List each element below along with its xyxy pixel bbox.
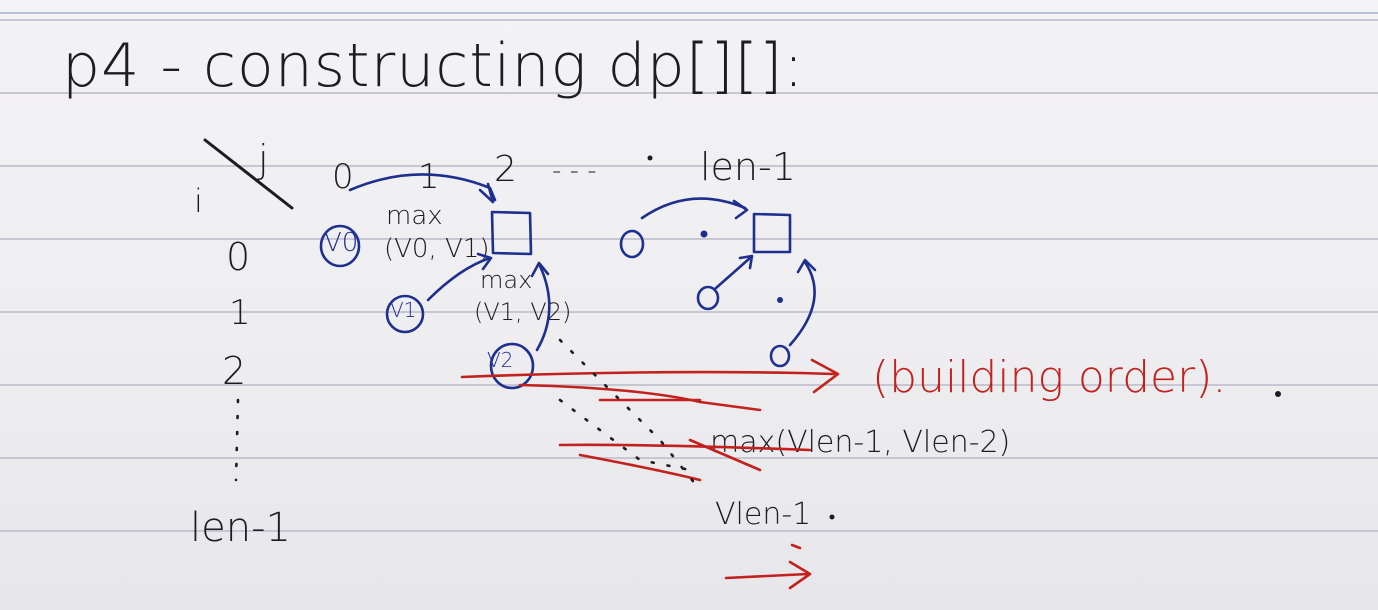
red-arrow-bottom bbox=[724, 572, 810, 580]
arrow-v2-up bbox=[535, 264, 551, 352]
corner-slash bbox=[203, 138, 294, 210]
cell-box-0-2 bbox=[490, 210, 533, 256]
v0-circle bbox=[319, 224, 361, 268]
row-header-0: 0 bbox=[226, 235, 251, 279]
arc-row0 bbox=[348, 173, 497, 202]
page-title: p4 - constructing dp[][]: bbox=[62, 31, 805, 101]
col-header-2: 2 bbox=[494, 149, 517, 190]
v1-circle bbox=[385, 294, 425, 334]
max-mid-args: (V1, V2) bbox=[474, 298, 572, 326]
v2-circle bbox=[489, 342, 535, 390]
vertical-dots bbox=[234, 398, 240, 482]
max-top-label: max bbox=[386, 201, 443, 231]
building-order-annotation: (building order). bbox=[872, 352, 1227, 403]
max-mid-label: max bbox=[480, 266, 533, 294]
cell-v0: V0 bbox=[324, 228, 359, 258]
row-axis-symbol: i bbox=[194, 182, 203, 220]
right-dot-row2 bbox=[769, 344, 791, 368]
right-box bbox=[752, 212, 792, 254]
row-header-2: 2 bbox=[222, 349, 247, 393]
diag-dots-1 bbox=[558, 338, 702, 492]
col-header-len-1: len-1 bbox=[700, 145, 796, 189]
col-axis-symbol: j bbox=[258, 137, 269, 181]
right-arrow-up bbox=[788, 260, 816, 347]
col-header-ellipsis: - - - bbox=[552, 156, 597, 186]
col-header-0: 0 bbox=[332, 157, 354, 197]
col-header-1: 1 bbox=[418, 157, 440, 197]
arrow-v1-up bbox=[426, 256, 492, 302]
diag-dots-2 bbox=[558, 398, 692, 472]
row-header-len-1: len-1 bbox=[190, 505, 291, 551]
max-top-args: (V0, V1) bbox=[384, 234, 490, 264]
right-dot-row1 bbox=[696, 285, 720, 311]
right-arrow-diag bbox=[714, 256, 752, 290]
right-dot-row0 bbox=[619, 229, 645, 259]
right-arc-top bbox=[640, 197, 747, 220]
red-arrow-row2 bbox=[460, 370, 836, 379]
row-header-1: 1 bbox=[229, 293, 251, 333]
cell-v1: V1 bbox=[390, 298, 417, 322]
max-last-label: max(Vlen-1, Vlen-2) bbox=[710, 425, 1011, 460]
v-last-label: Vlen-1 bbox=[715, 497, 812, 532]
header-rule bbox=[0, 12, 1378, 14]
